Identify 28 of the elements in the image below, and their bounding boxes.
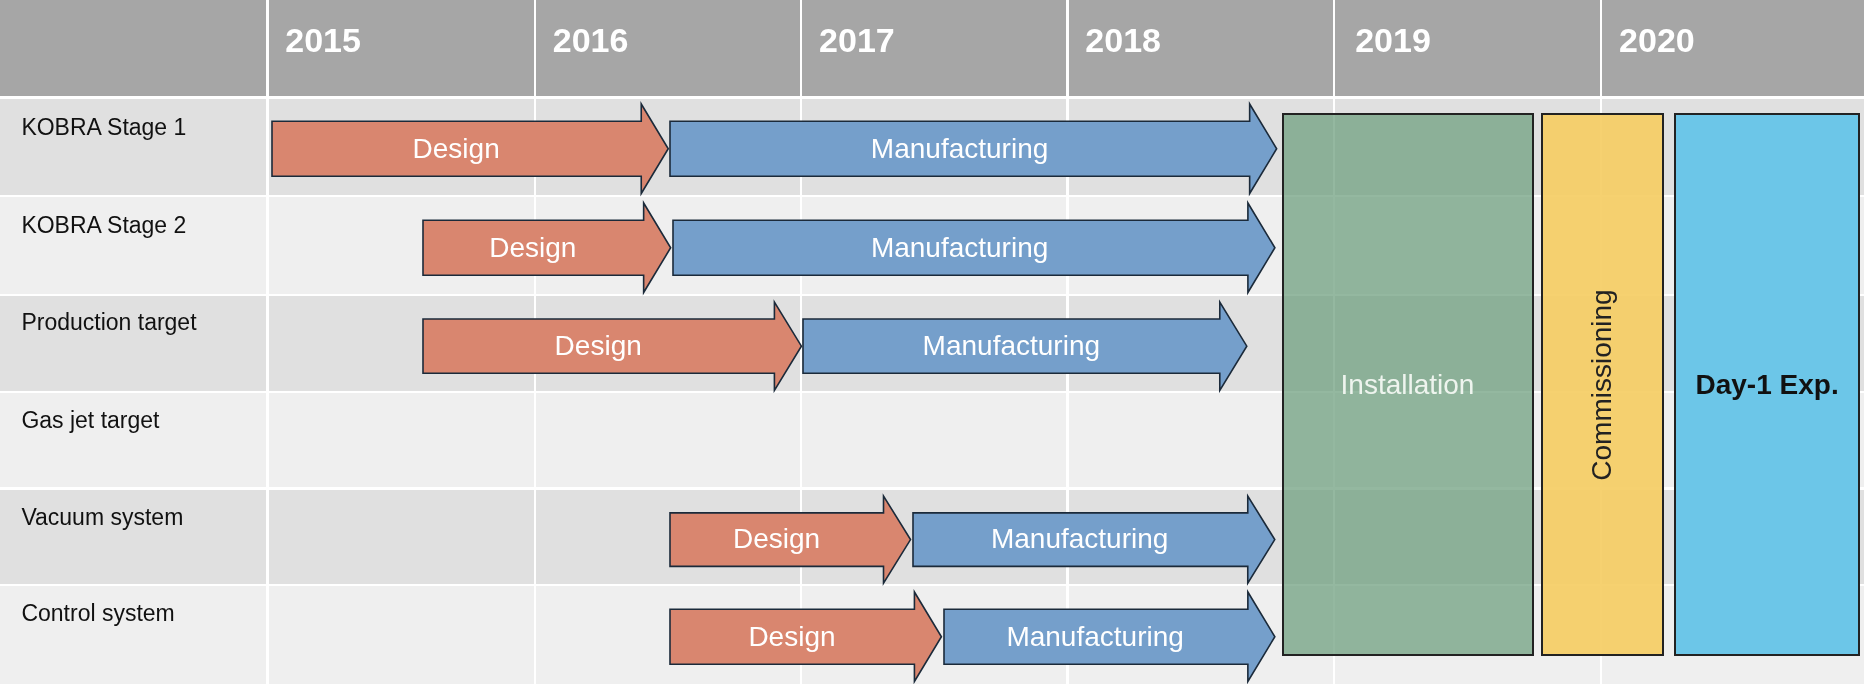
phase-bar xyxy=(1281,112,1534,657)
phase-label: Manufacturing xyxy=(922,329,1101,362)
phase-label: Design xyxy=(554,329,642,362)
phase-bar xyxy=(1673,112,1861,657)
row-label: KOBRA Stage 2 xyxy=(21,211,187,239)
year-label: 2017 xyxy=(819,21,895,61)
phase-label: Day-1 Exp. xyxy=(1695,368,1839,401)
row-label: Production target xyxy=(21,309,197,337)
phase-label: Design xyxy=(412,133,500,166)
year-label: 2018 xyxy=(1085,21,1161,61)
phase-label: Manufacturing xyxy=(1006,620,1184,653)
phase-label: Commissioning xyxy=(1586,288,1619,481)
phase-label: Design xyxy=(748,620,836,653)
phase-label: Manufacturing xyxy=(870,231,1049,264)
year-label: 2015 xyxy=(285,21,361,61)
year-label: 2019 xyxy=(1355,21,1431,61)
phase-bar xyxy=(1540,112,1665,657)
phase-label: Design xyxy=(732,523,821,556)
row-label: Control system xyxy=(21,600,175,628)
phase-label: Manufacturing xyxy=(870,133,1049,166)
year-label: 2020 xyxy=(1619,21,1695,61)
phase-label: Design xyxy=(489,231,577,264)
row-label: Vacuum system xyxy=(21,504,184,532)
phase-label: Manufacturing xyxy=(990,523,1169,556)
row-label: Gas jet target xyxy=(21,406,160,434)
phase-label: Installation xyxy=(1340,368,1475,401)
year-label: 2016 xyxy=(552,21,629,61)
row-label: KOBRA Stage 1 xyxy=(21,114,187,142)
